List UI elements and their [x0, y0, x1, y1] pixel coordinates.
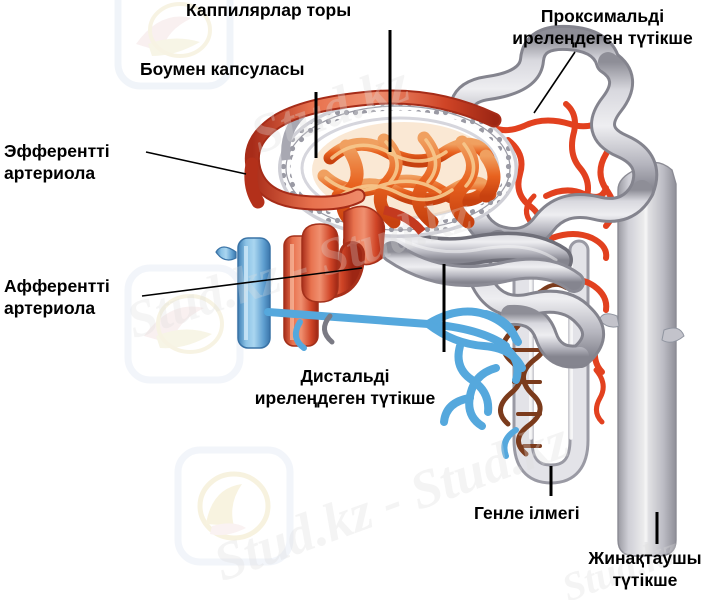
renal-vein-art	[215, 237, 271, 349]
label-line: артериола	[4, 298, 96, 318]
label-line: ирелеңдеген түтікше	[512, 28, 693, 48]
label-capillary-network: Каппилярлар торы	[186, 0, 352, 20]
label-collecting-duct: Жинақтаушы түтікше	[568, 547, 722, 591]
label-line: түтікше	[612, 570, 678, 590]
distal-convoluted-tubule-art	[357, 209, 585, 293]
label-line: Проксимальді	[540, 6, 665, 26]
leader-afferent-arteriole	[141, 267, 363, 297]
collecting-duct-art	[598, 161, 685, 557]
label-line: ирелеңдеген түтікше	[254, 388, 436, 408]
label-efferent-arteriole: Эфферентті артериола	[4, 140, 110, 184]
leader-efferent-arteriole	[145, 151, 247, 175]
misc-vessels-art	[322, 313, 519, 459]
label-line: Эфферентті	[4, 141, 110, 161]
efferent-arteriole-art	[244, 89, 502, 211]
label-line: Дистальді	[300, 366, 390, 386]
leader-proximal-tubule	[533, 51, 576, 114]
label-line: Жинақтаушы	[588, 548, 702, 568]
label-proximal-convoluted-tubule: Проксимальді ирелеңдеген түтікше	[483, 5, 722, 49]
label-bowmans-capsule: Боумен капсуласы	[140, 59, 305, 79]
label-line: Афферентті	[4, 276, 110, 296]
label-afferent-arteriole: Афферентті артериола	[4, 275, 110, 319]
label-line: артериола	[4, 163, 96, 183]
label-distal-convoluted-tubule: Дистальді ирелеңдеген түтікше	[222, 365, 468, 409]
label-loop-of-henle: Генле ілмегі	[474, 503, 580, 523]
